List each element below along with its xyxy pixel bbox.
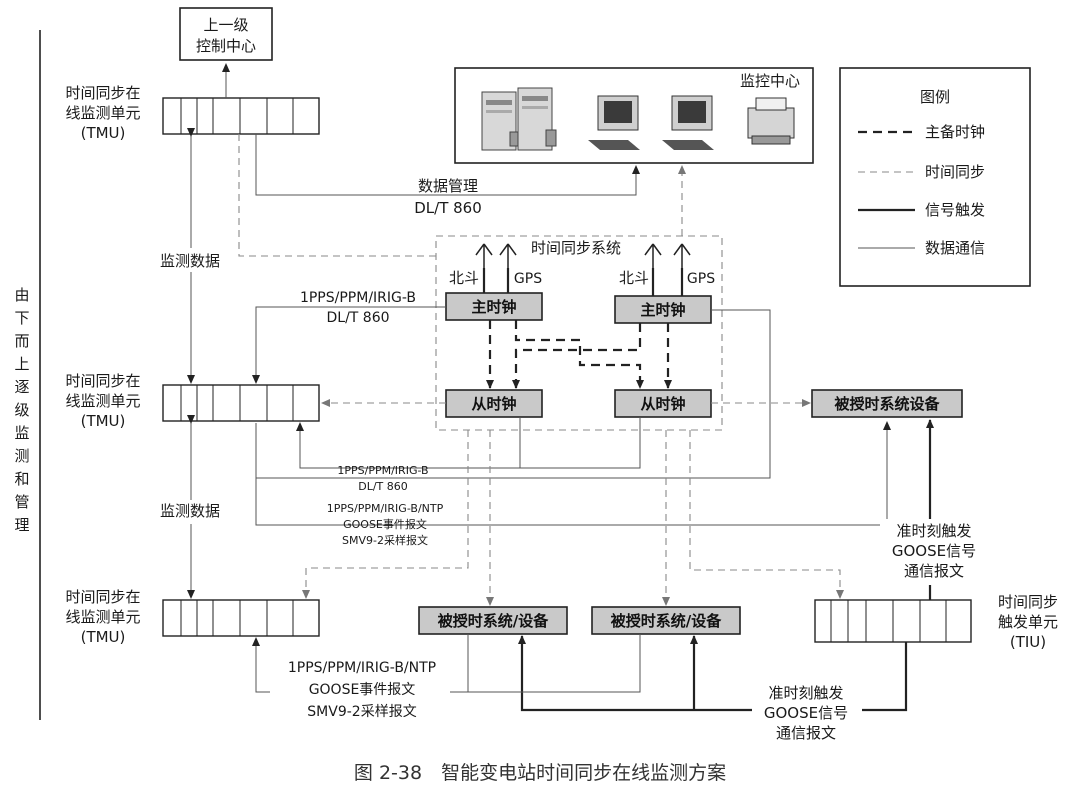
- tiu-unit: [814, 599, 972, 643]
- mid-ntp-label-1: 1PPS/PPM/IRIG-B/NTP: [327, 502, 444, 515]
- side-title-char: 和: [14, 470, 29, 488]
- monitor-center-label: 监控中心: [740, 72, 800, 90]
- bottom-ntp-label-2: GOOSE事件报文: [309, 682, 416, 698]
- trigger-label-3: 通信报文: [904, 562, 964, 580]
- tmu-bottom-label-1: 时间同步在: [65, 588, 140, 606]
- antenna-icon: [644, 243, 662, 268]
- timed-device-left: [418, 606, 568, 635]
- pps-label-1: 1PPS/PPM/IRIG-B: [300, 290, 416, 306]
- legend-item-sync: 时间同步: [925, 163, 985, 181]
- antenna-icon: [673, 243, 691, 268]
- legend-item-data: 数据通信: [925, 239, 985, 257]
- upper-control-center-label-2: 控制中心: [196, 37, 256, 55]
- side-title-char: 测: [14, 447, 29, 465]
- computer-icon: [662, 95, 714, 150]
- gps-label-right: GPS: [687, 271, 715, 287]
- tmu-bottom-label-3: (TMU): [81, 628, 126, 646]
- legend-item-master: 主备时钟: [925, 123, 985, 141]
- tmu-bottom-label-2: 线监测单元: [65, 608, 140, 626]
- side-title-char: 由: [14, 286, 29, 304]
- upper-control-center-box: [179, 7, 273, 61]
- printer-icon: [747, 97, 795, 145]
- trigger-bottom-label-3: 通信报文: [776, 724, 836, 742]
- data-mgmt-label-2: DL/T 860: [414, 199, 482, 217]
- tmu-middle-label-1: 时间同步在: [65, 372, 140, 390]
- figure-caption: 图 2-38 智能变电站时间同步在线监测方案: [354, 762, 726, 784]
- slave-clock-right: [614, 389, 712, 418]
- side-title-char: 理: [14, 516, 29, 534]
- side-title: 由下而上逐级监测和管理: [14, 286, 29, 534]
- bottom-ntp-label-1: 1PPS/PPM/IRIG-B/NTP: [288, 660, 436, 676]
- side-title-char: 下: [14, 309, 29, 327]
- timed-device-right-label: 被授时系统/设备: [611, 612, 722, 630]
- slave-clock-right-label: 从时钟: [640, 395, 685, 413]
- timed-device-top-label: 被授时系统设备: [834, 395, 940, 413]
- side-title-char: 而: [14, 332, 29, 350]
- monitor-data-label-upper: 监测数据: [160, 252, 220, 270]
- gps-label-left: GPS: [514, 271, 542, 287]
- legend-box: [839, 67, 1031, 287]
- server-icon: [481, 91, 519, 151]
- tmu-middle-label-2: 线监测单元: [65, 392, 140, 410]
- tiu-label-2: 触发单元: [998, 613, 1058, 631]
- antenna-icon: [475, 243, 493, 268]
- data-mgmt-label-1: 数据管理: [418, 177, 478, 195]
- slave-clock-left-label: 从时钟: [471, 395, 516, 413]
- tmu-middle: [162, 384, 320, 422]
- master-clock-left-label: 主时钟: [471, 298, 516, 316]
- tmu-top-label-3: (TMU): [81, 124, 126, 142]
- master-clock-left: [445, 292, 543, 321]
- pps-label-2: DL/T 860: [326, 310, 389, 326]
- trigger-label-2: GOOSE信号: [892, 542, 976, 560]
- beidou-label-right: 北斗: [619, 269, 649, 287]
- tmu-top-label-2: 线监测单元: [65, 104, 140, 122]
- beidou-label-left: 北斗: [449, 269, 479, 287]
- master-clock-right-label: 主时钟: [640, 301, 685, 319]
- antenna-icon: [499, 243, 517, 268]
- legend-title: 图例: [920, 88, 950, 106]
- computer-icon: [588, 95, 640, 150]
- timed-device-left-label: 被授时系统/设备: [438, 612, 549, 630]
- tmu-middle-label-3: (TMU): [81, 412, 126, 430]
- timed-device-top: [811, 389, 963, 418]
- mid-ntp-label-3: SMV9-2采样报文: [342, 533, 428, 547]
- trigger-bottom-label-1: 准时刻触发: [768, 684, 843, 702]
- server-icon: [517, 87, 557, 151]
- trigger-bottom-label-2: GOOSE信号: [764, 704, 848, 722]
- legend-item-signal: 信号触发: [925, 201, 985, 219]
- sync-system-label: 时间同步系统: [531, 239, 621, 257]
- slave-clock-left: [445, 389, 543, 418]
- tmu-bottom: [162, 599, 320, 637]
- mid-pps-label-1: 1PPS/PPM/IRIG-B: [337, 464, 428, 477]
- mid-ntp-label-2: GOOSE事件报文: [343, 517, 427, 531]
- tiu-label-1: 时间同步: [998, 593, 1058, 611]
- timed-device-right: [591, 606, 741, 635]
- master-clock-right: [614, 295, 712, 324]
- monitor-data-label-lower: 监测数据: [160, 502, 220, 520]
- tmu-top: [162, 97, 320, 135]
- tiu-label-3: (TIU): [1010, 633, 1046, 651]
- side-title-char: 上: [14, 355, 29, 373]
- trigger-label-1: 准时刻触发: [896, 522, 971, 540]
- side-title-char: 监: [14, 424, 29, 442]
- side-title-char: 级: [14, 401, 29, 419]
- side-title-char: 管: [14, 493, 29, 511]
- mid-pps-label-2: DL/T 860: [358, 480, 408, 493]
- side-title-char: 逐: [14, 378, 29, 396]
- bottom-ntp-label-3: SMV9-2采样报文: [307, 704, 416, 720]
- upper-control-center-label-1: 上一级: [203, 16, 248, 34]
- tmu-top-label-1: 时间同步在: [65, 84, 140, 102]
